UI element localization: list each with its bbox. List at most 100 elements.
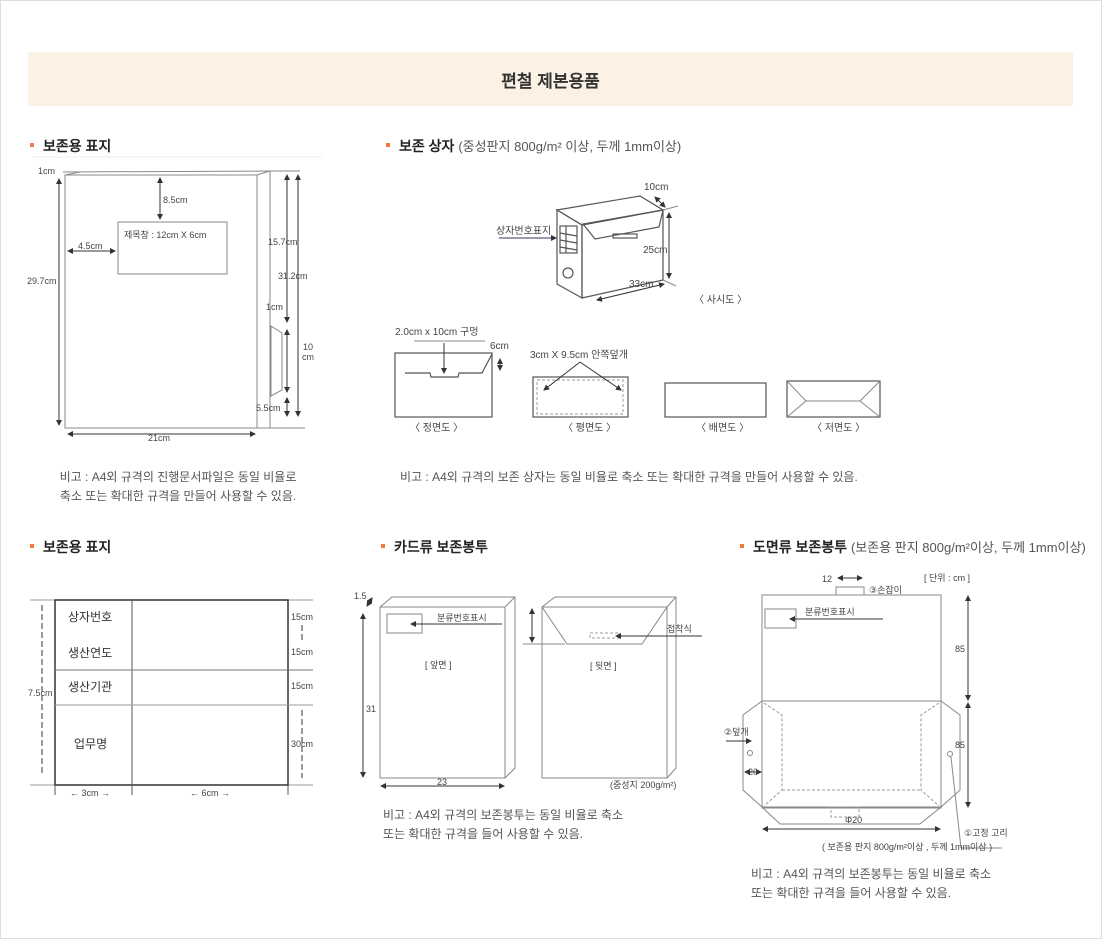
label-title-offset: 8.5cm	[163, 195, 188, 205]
card-envelope-note: 비고 : A4외 규격의 보존봉투는 동일 비율로 축소 또는 확대한 규격을 …	[383, 806, 623, 844]
row-label-task: 업무명	[74, 737, 107, 751]
label-tab-height-unit: cm	[302, 352, 314, 362]
label-width: 21cm	[148, 433, 170, 443]
card-envelope-diagram: 분류번호표시 [ 앞면 ] 31 23 1.5 접착식 [ 뒷면 ] (중성지 …	[354, 591, 702, 790]
drawing-envelope-note: 비고 : A4외 규격의 보존봉투는 동일 비율로 축소 또는 확대한 규격을 …	[751, 865, 991, 903]
label-unit: [ 단위 : cm ]	[924, 573, 970, 583]
section-title-cover: 보존용 표지	[30, 136, 111, 156]
section-title-text: 카드류 보존봉투	[394, 539, 489, 555]
label-left-offset: 4.5cm	[78, 241, 103, 251]
title-window	[117, 221, 228, 275]
label-inner-cover: 3cm X 9.5cm 안쪽덮개	[530, 349, 628, 361]
label-perspective: 〈 사시도 〉	[694, 294, 747, 306]
label-top-gap: 1cm	[38, 166, 55, 176]
row-label-year: 생산연도	[68, 646, 112, 660]
handle	[835, 586, 865, 596]
drawing-envelope-diagram: 12 ③손잡이 [ 단위 : cm ] 분류번호표시 85 85 ②덮개 20 …	[724, 573, 1008, 852]
note-line: 비고 : A4외 규격의 진행문서파일은 동일 비율로	[59, 470, 297, 484]
section-title-card-envelope: 카드류 보존봉투	[381, 537, 488, 557]
cover-tab	[270, 325, 283, 397]
label-body-height: 85	[955, 740, 965, 750]
label-row2-height: 15cm	[291, 647, 313, 657]
section-title-text: 보존 상자	[399, 138, 455, 154]
box-label-grid	[559, 225, 578, 254]
label-tab-height: 10	[303, 342, 313, 352]
section-title-text: 보존용 표지	[43, 539, 112, 555]
bullet-icon	[386, 143, 390, 148]
caption-top-view: 〈 평면도 〉	[563, 422, 616, 434]
label-spine-total: 31.2cm	[278, 271, 308, 281]
label-col1-width: ← 3cm →	[70, 788, 110, 798]
row-label-box-number: 상자번호	[68, 610, 112, 624]
cover-diagram: 1cm 8.5cm 제목창 : 12cm X 6cm 4.5cm 29.7cm …	[27, 156, 322, 443]
caption-bottom-view: 〈 저면도 〉	[812, 422, 865, 434]
cover-spine	[62, 170, 271, 429]
bullet-icon	[30, 143, 34, 148]
label-material: ( 보존용 판지 800g/m²이상 , 두께 1mm이상 )	[822, 842, 992, 852]
label-box-number: 상자번호표지	[496, 225, 551, 237]
label-front: [ 앞면 ]	[425, 659, 452, 670]
row-label-agency: 생산기관	[68, 680, 112, 694]
label-flap: 6cm	[490, 341, 509, 352]
label-back: [ 뒷면 ]	[590, 660, 617, 671]
box-top	[555, 195, 665, 226]
label-table-diagram: 상자번호 생산연도 생산기관 업무명 7.5cm 15cm 15cm 15cm …	[28, 599, 313, 798]
cover-front	[64, 174, 258, 429]
note-line: 비고 : A4외 규격의 보존 상자는 동일 비율로 축소 또는 확대한 규격을…	[400, 470, 858, 484]
section-subtitle: (중성판지 800g/m² 이상, 두께 1mm이상)	[458, 139, 682, 154]
label-row4-height: 30cm	[291, 739, 313, 749]
page-title: 편철 제본용품	[28, 52, 1073, 106]
label-row1-height: 15cm	[291, 612, 313, 622]
note-line: 축소 또는 확대한 규격을 만들어 사용할 수 있음.	[59, 489, 297, 503]
bullet-icon	[740, 544, 744, 549]
box-note: 비고 : A4외 규격의 보존 상자는 동일 비율로 축소 또는 확대한 규격을…	[400, 468, 858, 487]
label-row3-height: 15cm	[291, 681, 313, 691]
section-subtitle: (보존용 판지 800g/m²이상, 두께 1mm이상)	[850, 540, 1086, 555]
bullet-icon	[381, 544, 385, 549]
caption-back-view: 〈 배면도 〉	[696, 422, 749, 434]
caption-front-view: 〈 정면도 〉	[410, 422, 463, 434]
note-line: 또는 확대한 규격을 들어 사용할 수 있음.	[751, 886, 951, 900]
label-classification: 분류번호표시	[437, 613, 487, 623]
label-hole: Φ20	[845, 815, 862, 825]
label-bottom: 5.5cm	[256, 403, 281, 413]
label-box-length: 33cm	[629, 279, 653, 290]
label-upper-height: 85	[955, 644, 965, 654]
section-title-drawing-envelope: 도면류 보존봉투 (보존용 판지 800g/m²이상, 두께 1mm이상)	[740, 537, 1086, 557]
label-paper: (중성지 200g/m²)	[610, 780, 676, 790]
section-title-box: 보존 상자 (중성판지 800g/m² 이상, 두께 1mm이상)	[386, 136, 681, 156]
section-title-text: 보존용 표지	[43, 138, 112, 154]
section-title-label: 보존용 표지	[30, 537, 111, 557]
envelope-body	[761, 700, 942, 809]
label-side-width: 20	[748, 767, 758, 777]
label-handle: ③손잡이	[869, 584, 902, 595]
label-window: 제목창 : 12cm X 6cm	[124, 230, 206, 240]
cover-note: 비고 : A4외 규격의 진행문서파일은 동일 비율로 축소 또는 확대한 규격…	[40, 468, 316, 506]
label-total-height: 7.5cm	[28, 688, 53, 698]
label-spine-a: 15.7cm	[268, 237, 298, 247]
label-tab: 1cm	[266, 302, 283, 312]
label-depth: 10cm	[644, 182, 668, 193]
label-hole: 2.0cm x 10cm 구멍	[395, 326, 478, 338]
envelope-front	[379, 606, 506, 779]
note-line: 비고 : A4외 규격의 보존봉투는 동일 비율로 축소	[751, 867, 992, 881]
envelope-back	[541, 606, 668, 779]
top-view	[532, 376, 629, 418]
box-hole	[562, 267, 574, 279]
label-cover: ②덮개	[724, 726, 749, 737]
label-height: 29.7cm	[27, 276, 57, 286]
label-depth: 1.5	[354, 591, 367, 601]
note-line: 또는 확대한 규격을 들어 사용할 수 있음.	[383, 827, 583, 841]
box-diagram: 10cm 상자번호표지 25cm 33cm 〈 사시도 〉 2.0cm x 10…	[394, 182, 881, 434]
label-adhesive: 접착식	[667, 623, 692, 634]
label-width: 23	[437, 777, 447, 787]
label-box-height: 25cm	[643, 245, 667, 256]
label-col2-width: ← 6cm →	[190, 788, 230, 798]
bottom-view	[786, 380, 881, 418]
label-handle-width: 12	[822, 574, 832, 584]
note-line: 비고 : A4외 규격의 보존봉투는 동일 비율로 축소	[383, 808, 624, 822]
bullet-icon	[30, 544, 34, 549]
section-title-text: 도면류 보존봉투	[753, 539, 848, 555]
back-view	[664, 382, 767, 418]
